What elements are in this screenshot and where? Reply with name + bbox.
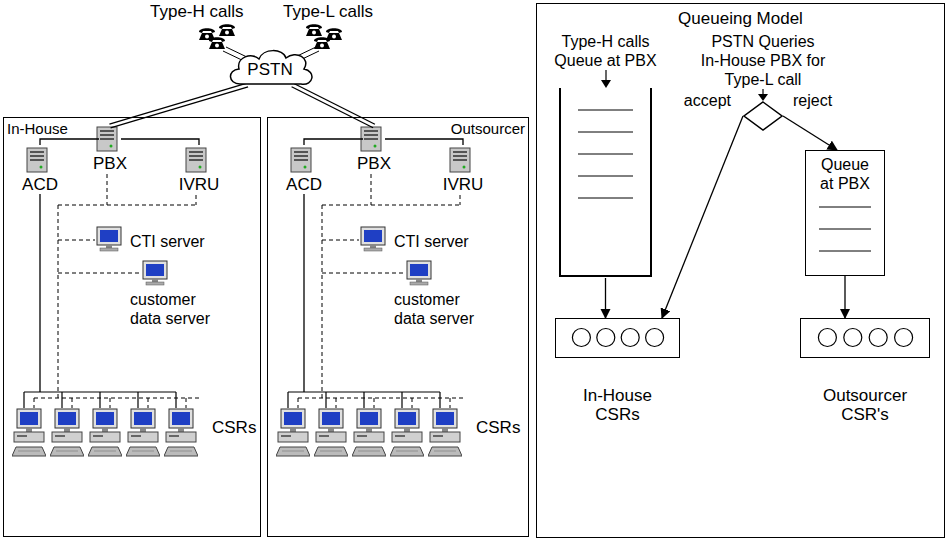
connector [304, 194, 305, 392]
connector [783, 116, 837, 150]
node-label: Type-H calls Queue at PBX [550, 32, 661, 70]
node-label: IVRU [432, 175, 494, 194]
server-pool: In-House CSRs [555, 318, 680, 424]
edge-label: reject [791, 91, 834, 110]
node-label: ACD [12, 175, 68, 194]
connector [845, 276, 846, 318]
call-type-label: Type-L calls [283, 2, 373, 22]
node-label: Queue at PBX [815, 155, 875, 193]
equipment-node: PBX [82, 124, 138, 173]
equipment-node: customer data server [394, 290, 496, 328]
connector [662, 116, 743, 318]
node-label: CSRs [476, 418, 520, 437]
connector-line [605, 278, 606, 318]
site-box: In-HousePBX ACD IVRU CTI server customer dat… [3, 117, 261, 537]
edge-label: accept [682, 91, 733, 110]
connector-line [111, 87, 249, 128]
node-label: Queueing Model [537, 4, 944, 28]
phone-icon [219, 24, 235, 36]
network-cloud: PSTN [225, 45, 315, 90]
node-label: customer data server [130, 290, 226, 328]
diamond-outline [743, 101, 783, 131]
node-label: CTI server [394, 232, 475, 251]
phone-icon [209, 37, 225, 49]
node-label: customer data server [394, 290, 490, 328]
entry-arrow [753, 89, 773, 101]
server-circles [802, 319, 929, 356]
server-box [555, 318, 680, 358]
node-label: CSRs [212, 418, 256, 437]
connector-line [40, 139, 99, 145]
connector-line [385, 139, 463, 145]
server-pool: Outsourcer CSR's [800, 318, 930, 424]
equipment-node: customer data server [130, 290, 232, 328]
entry-arrow [596, 70, 616, 88]
connector-line [783, 116, 837, 150]
node-label: PSTN Queries In-House PBX for Type-L cal… [700, 32, 826, 89]
call-type-label: Type-H calls [150, 2, 244, 22]
connector [605, 278, 606, 318]
connector [109, 83, 248, 128]
node-label: PSTN [247, 56, 292, 79]
node-label: CTI server [130, 232, 211, 251]
node-label: Outsourcer CSR's [815, 386, 915, 424]
equipment-node: CTI server [130, 232, 211, 251]
queue-outline [558, 88, 653, 278]
connector-line [292, 87, 374, 128]
equipment-node: IVRU [432, 145, 494, 194]
connector-line [293, 83, 375, 124]
connector-line [304, 139, 363, 145]
server-circles [557, 319, 679, 356]
connector [292, 83, 375, 128]
phone-icon [326, 28, 342, 40]
node-label: IVRU [168, 175, 230, 194]
phone-icon [306, 24, 322, 36]
connector-line [844, 276, 845, 318]
connector-line [662, 116, 743, 318]
server-box [800, 318, 930, 358]
node-label: ACD [276, 175, 332, 194]
equipment-node: CTI server [394, 232, 475, 251]
node-label: PBX [346, 154, 402, 173]
node-label: In-House CSRs [573, 386, 663, 424]
agent-group: CSRs [272, 392, 522, 477]
connector-line [303, 194, 304, 392]
connector [304, 139, 363, 145]
node-label: In-House [4, 118, 260, 139]
equipment-node: ACD [276, 145, 332, 194]
model-panel: Queueing ModelType-H calls Queue at PBX P… [536, 3, 945, 538]
equipment-node: ACD [12, 145, 68, 194]
site-box: OutsourcerPBX ACD IVRU CTI server customer d… [267, 117, 529, 537]
phone-icon [314, 37, 330, 49]
connector [121, 139, 199, 145]
connector [385, 139, 463, 145]
connector [40, 194, 41, 392]
queue: Type-H calls Queue at PBX [550, 32, 661, 278]
connector-line [121, 139, 199, 145]
equipment-node: IVRU [168, 145, 230, 194]
decision-diamond: PSTN Queries In-House PBX for Type-L cal… [700, 32, 826, 131]
node-label: PBX [82, 154, 138, 173]
queue: Queue at PBX [805, 150, 885, 276]
connector-line [39, 194, 40, 392]
agent-group: CSRs [8, 392, 258, 477]
equipment-node: PBX [346, 124, 402, 173]
queue-slots [809, 193, 881, 271]
node-label: Outsourcer [268, 118, 528, 139]
connector [40, 139, 99, 145]
